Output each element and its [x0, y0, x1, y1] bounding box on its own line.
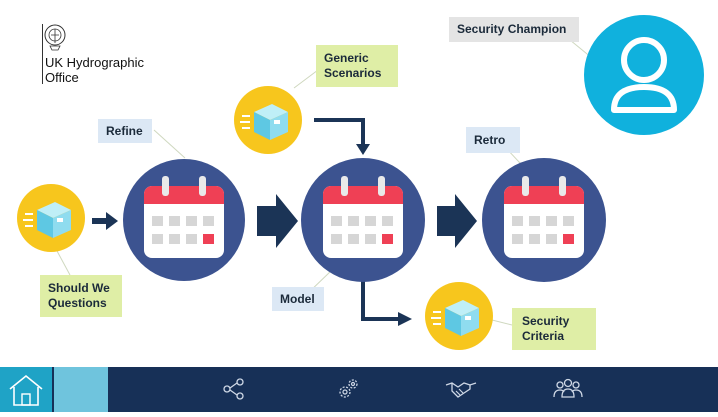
arrow-refine-to-model	[257, 194, 298, 248]
retro-stage	[482, 158, 606, 282]
model-stage	[301, 158, 425, 282]
generic-scenarios-label: Generic Scenarios	[316, 45, 398, 87]
footer-bar	[0, 367, 718, 412]
team-icon[interactable]	[552, 377, 584, 401]
generic-scenarios-line1: Generic	[324, 51, 369, 65]
should-we-questions-line2: Questions	[48, 296, 107, 310]
gears-icon[interactable]	[336, 377, 360, 401]
calendar-icon	[323, 176, 403, 258]
refine-stage	[123, 159, 245, 281]
security-criteria-line1: Security	[522, 314, 570, 328]
home-button[interactable]	[0, 367, 52, 412]
organization-name-line2: Office	[45, 70, 79, 85]
should-we-questions-line1: Should We	[48, 281, 110, 295]
home-icon	[9, 374, 43, 406]
logo-divider	[42, 24, 43, 84]
security-criteria-line2: Criteria	[522, 329, 565, 343]
user-icon	[611, 37, 677, 113]
secondary-nav-button[interactable]	[54, 367, 108, 412]
should-we-box-icon	[17, 184, 85, 252]
security-criteria-label: Security Criteria	[512, 308, 596, 350]
organization-name-line1: UK Hydrographic	[45, 55, 144, 70]
calendar-icon	[144, 176, 224, 258]
arrow-model-to-criteria	[398, 312, 412, 326]
model-label: Model	[272, 287, 324, 311]
generic-box-icon	[234, 86, 302, 154]
crest-icon	[44, 24, 66, 51]
handshake-icon[interactable]	[444, 377, 478, 401]
calendar-icon	[504, 176, 584, 258]
share-icon[interactable]	[222, 377, 246, 401]
retro-label: Retro	[466, 127, 520, 153]
arrow-generic-to-model	[356, 144, 370, 155]
arrow-model-to-retro	[437, 194, 477, 248]
organization-name: UK Hydrographic Office	[45, 55, 144, 85]
criteria-box-icon	[425, 282, 493, 350]
security-champion-avatar	[584, 15, 704, 135]
generic-scenarios-line2: Scenarios	[324, 66, 382, 80]
arrow-should-to-refine	[92, 218, 106, 224]
refine-label: Refine	[98, 119, 152, 143]
security-champion-label: Security Champion	[449, 17, 579, 42]
should-we-questions-label: Should We Questions	[40, 275, 122, 317]
